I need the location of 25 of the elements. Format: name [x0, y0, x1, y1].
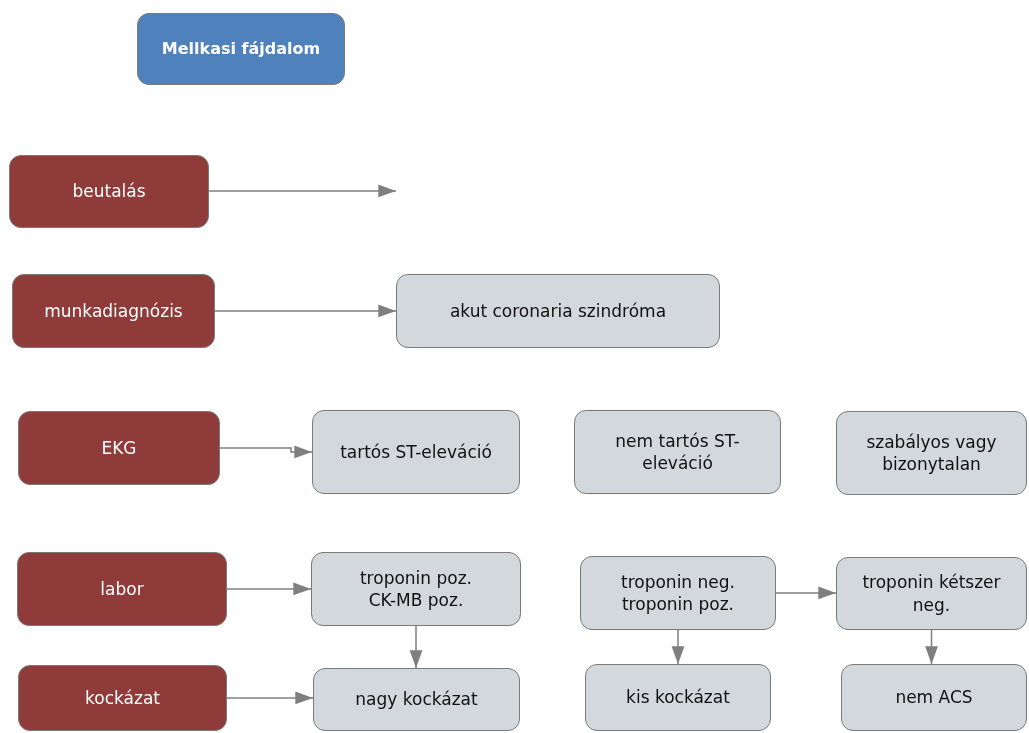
step-box: munkadiagnózis [12, 274, 215, 348]
arrow [214, 304, 397, 318]
arrow [226, 691, 314, 705]
process-box: troponin kétszer neg. [836, 557, 1027, 630]
arrow [226, 582, 312, 596]
arrow [671, 629, 685, 665]
step-box: kockázat [18, 665, 227, 731]
process-box: akut coronaria szindróma [396, 274, 720, 348]
process-box: kis kockázat [585, 664, 771, 731]
process-box: szabályos vagy bizonytalan [836, 411, 1027, 495]
title-box: Mellkasi fájdalom [137, 13, 345, 85]
process-box: nem tartós ST-eleváció [574, 410, 781, 494]
arrow [409, 625, 423, 669]
process-box: tartós ST-eleváció [312, 410, 520, 494]
step-box: labor [17, 552, 227, 626]
step-box: beutalás [9, 155, 209, 228]
arrow [219, 445, 313, 459]
arrow [925, 629, 938, 665]
process-box: troponin poz. CK-MB poz. [311, 552, 521, 626]
arrow [208, 184, 397, 198]
process-box: nagy kockázat [313, 668, 520, 731]
process-box: nem ACS [841, 664, 1027, 731]
arrow [775, 586, 837, 600]
process-box: troponin neg. troponin poz. [580, 556, 776, 630]
step-box: EKG [18, 411, 220, 485]
